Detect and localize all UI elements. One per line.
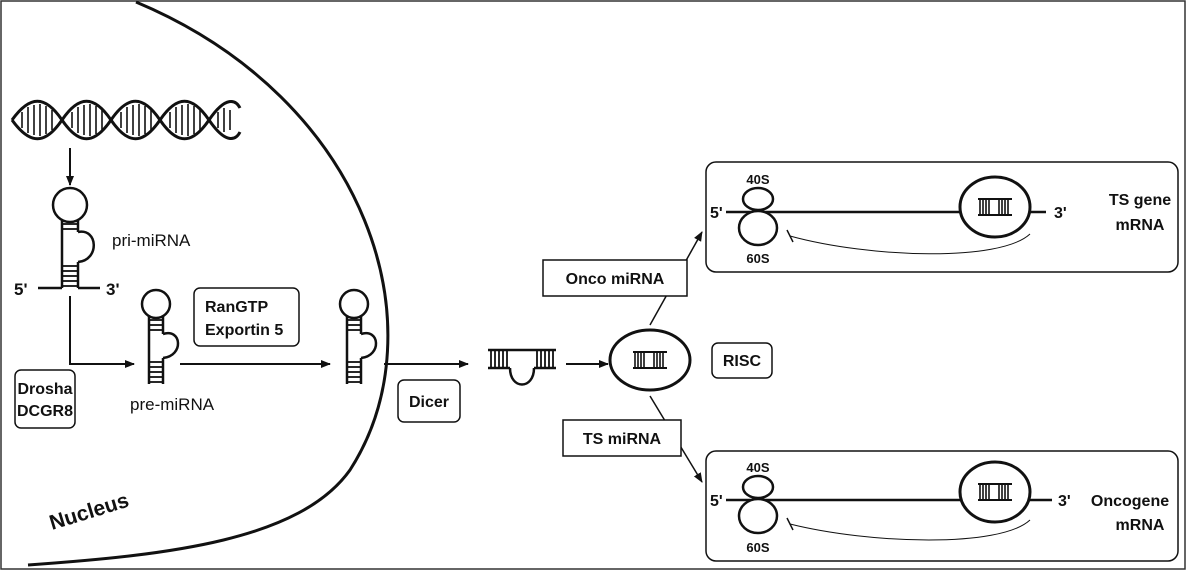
oncogene-mrna-label: mRNA: [1116, 517, 1165, 534]
cytoplasmic-pre-mirna-hairpin: [340, 290, 376, 384]
ran-exportin-box: RanGTP Exportin 5: [194, 288, 299, 346]
pri-five-prime-label: 5': [14, 280, 28, 299]
risc-label: RISC: [723, 353, 762, 370]
onco-mirna-label: Onco miRNA: [566, 271, 665, 288]
ts-mrna-label: mRNA: [1116, 217, 1165, 234]
onco-panel-three-prime: 3': [1058, 493, 1071, 510]
rangtp-label: RanGTP: [205, 299, 268, 316]
pri-mirna-hairpin: [38, 188, 100, 288]
nucleus-label: Nucleus: [47, 489, 132, 535]
ts-bound-risc: [960, 177, 1030, 237]
risc-complex: [610, 330, 690, 390]
oncogene-mrna-panel: 5' 3' 40S 60S Oncogene mRNA: [706, 451, 1178, 561]
ts-gene-mrna-panel: 5' 3' 40S 60S TS gene mRNA: [706, 162, 1178, 272]
ts-gene-label: TS gene: [1109, 192, 1171, 209]
ts-mirna-label: TS miRNA: [583, 431, 662, 448]
pre-mirna-hairpin: [142, 290, 178, 384]
onco-ribosome: [739, 476, 777, 533]
onco-panel-five-prime: 5': [710, 493, 723, 510]
ts-panel-three-prime: 3': [1054, 205, 1067, 222]
ts-60s-label: 60S: [746, 251, 769, 266]
onco-40s-label: 40S: [746, 460, 769, 475]
ts-panel-five-prime: 5': [710, 205, 723, 222]
exportin-label: Exportin 5: [205, 322, 283, 339]
ts-mirna-box: TS miRNA: [563, 420, 681, 456]
pri-mirna-label: pri-miRNA: [112, 231, 191, 250]
dna-helix-icon: [12, 101, 240, 139]
mirna-duplex: [488, 350, 556, 385]
onco-bound-risc: [960, 462, 1030, 522]
onco-60s-label: 60S: [746, 540, 769, 555]
onco-mirna-box: Onco miRNA: [543, 260, 687, 296]
risc-box: RISC: [712, 343, 772, 378]
ts-40s-label: 40S: [746, 172, 769, 187]
pri-three-prime-label: 3': [106, 280, 120, 299]
drosha-dcgr8-box: Drosha DCGR8: [15, 370, 75, 428]
drosha-label: Drosha: [17, 381, 72, 398]
dicer-box: Dicer: [398, 380, 460, 422]
drosha-processing-arrow: [70, 296, 134, 364]
nucleus-membrane: [28, 2, 388, 565]
pre-mirna-label: pre-miRNA: [130, 395, 215, 414]
oncogene-label: Oncogene: [1091, 493, 1169, 510]
dcgr8-label: DCGR8: [17, 403, 73, 420]
ts-ribosome: [739, 188, 777, 245]
dicer-label: Dicer: [409, 394, 449, 411]
